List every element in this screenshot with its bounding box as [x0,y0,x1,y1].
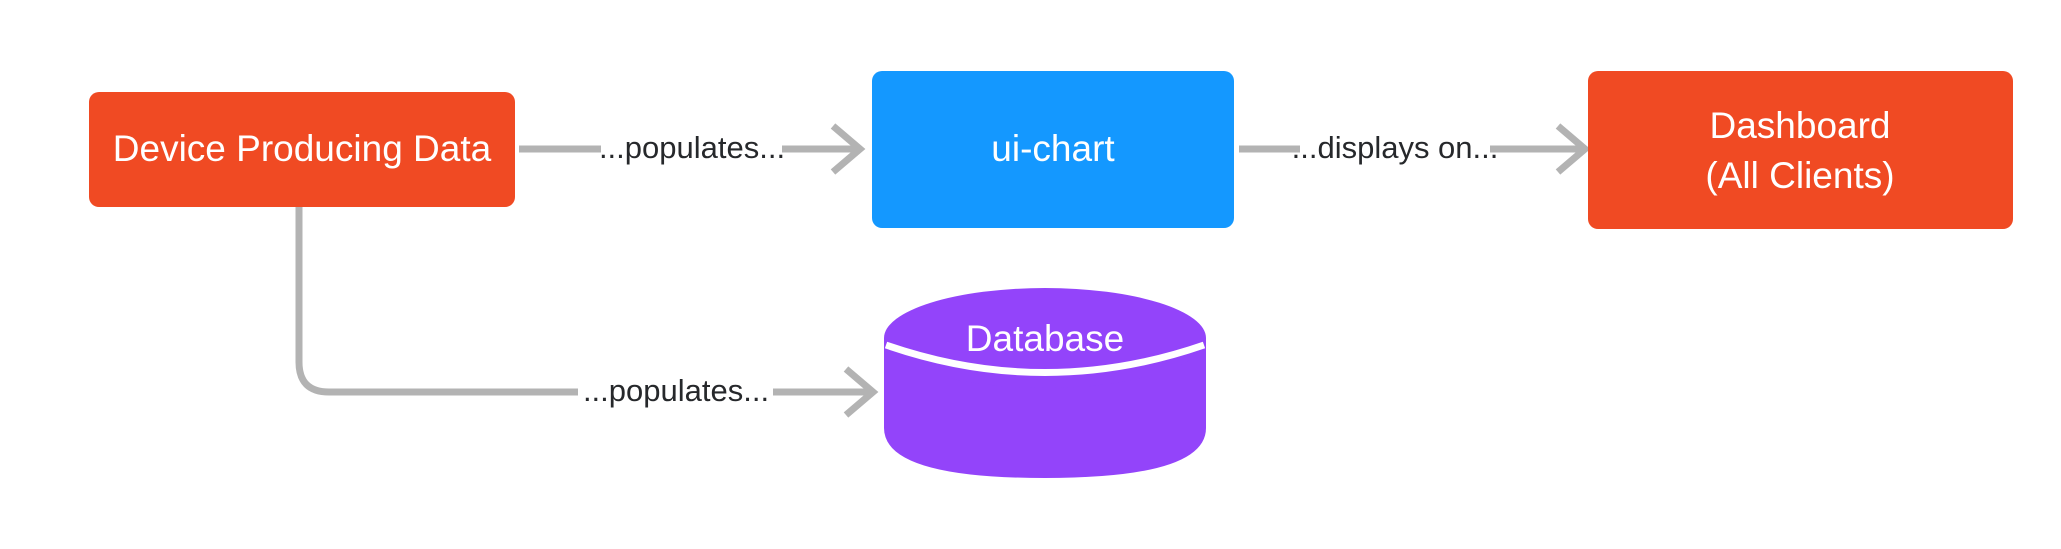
node-dashboard-label-line1: Dashboard [1709,105,1890,146]
node-dashboard-label-line2: (All Clients) [1705,155,1894,196]
arrowhead-icon [843,366,879,418]
node-dashboard-shape[interactable] [1588,71,2013,229]
node-dashboard[interactable]: Dashboard (All Clients) [1588,71,2013,229]
arrowhead-icon [1555,123,1591,175]
arrowhead-icon [830,123,866,175]
node-ui-chart[interactable]: ui-chart [872,71,1234,228]
edge-label-displays-on: ...displays on... [1292,130,1499,165]
node-ui-chart-shape[interactable] [872,71,1234,228]
node-device-producing-data[interactable]: Device Producing Data [89,92,515,207]
edge-label-populates-database: ...populates... [583,373,769,408]
edge-device-to-database: ...populates... [295,207,879,418]
edge-uichart-to-dashboard: ...displays on... [1239,123,1591,175]
node-ui-chart-label: ui-chart [991,128,1115,169]
node-database-label: Database [966,318,1124,359]
node-database-seam [884,341,1206,376]
node-database[interactable]: Database [884,288,1206,478]
node-device-shape[interactable] [89,92,515,207]
node-device-label: Device Producing Data [113,128,492,169]
edge-device-to-uichart: ...populates... [519,123,866,175]
edge-label-populates-uichart: ...populates... [599,130,785,165]
edge-elbow-segment [295,207,578,396]
